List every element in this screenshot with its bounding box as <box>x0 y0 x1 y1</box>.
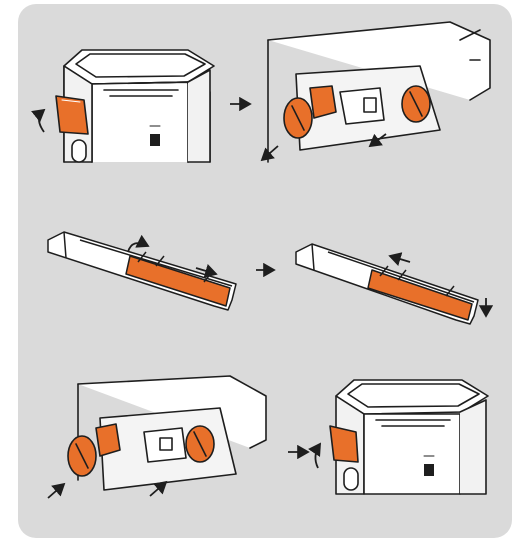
step-6-purifier-closing <box>330 380 488 494</box>
step-1-purifier-open <box>56 50 214 162</box>
